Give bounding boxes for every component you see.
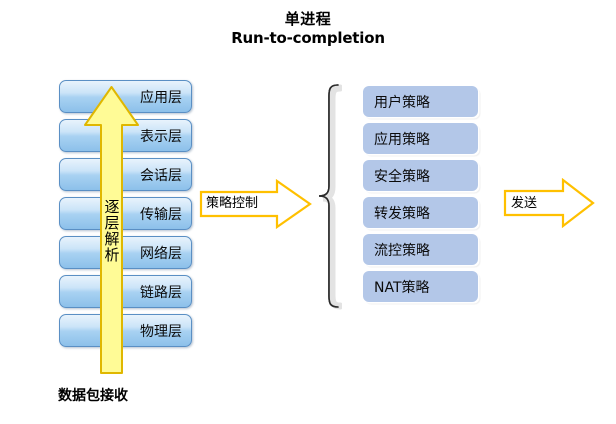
osi-layer-label: 物理层 [140,323,182,340]
policy-control-label: 策略控制 [206,196,259,211]
upward-arrow-char-2: 层 [104,213,120,232]
send-arrow-label: 发送 [511,196,538,211]
policy-stack: 用户策略 应用策略 安全策略 转发策略 流控策略 NAT策略 [363,86,478,308]
osi-layer-label: 链路层 [140,284,182,301]
osi-layer-label: 应用层 [140,89,182,106]
upward-arrow-char-1: 逐 [104,198,120,216]
policy-item-label: 用户策略 [374,94,430,111]
osi-layer-application[interactable]: 应用层 [59,80,192,113]
page-title: 单进程 Run-to-completion [0,10,616,48]
title-line-chinese: 单进程 [284,10,332,28]
policy-control-arrow-icon [199,179,312,229]
policy-item-nat[interactable]: NAT策略 [363,271,478,302]
osi-layer-label: 表示层 [140,128,182,145]
policy-item-user[interactable]: 用户策略 [363,86,478,117]
left-curly-brace-icon [316,82,342,310]
osi-layer-datalink[interactable]: 链路层 [59,275,192,308]
policy-item-label: 流控策略 [374,242,430,259]
policy-item-flow-control[interactable]: 流控策略 [363,234,478,265]
osi-layer-session[interactable]: 会话层 [59,158,192,191]
policy-item-label: 应用策略 [374,131,430,148]
osi-layer-label: 网络层 [140,245,182,262]
osi-layer-presentation[interactable]: 表示层 [59,119,192,152]
osi-layer-physical[interactable]: 物理层 [59,314,192,347]
policy-item-forwarding[interactable]: 转发策略 [363,197,478,228]
osi-layer-label: 传输层 [140,206,182,223]
upward-arrow-char-3: 解 [104,229,120,248]
packet-receive-caption: 数据包接收 [58,388,128,404]
policy-item-label: 安全策略 [374,168,430,185]
upward-arrow-char-4: 析 [104,245,120,264]
policy-item-label: NAT策略 [374,279,430,296]
title-line-english: Run-to-completion [231,28,385,47]
send-arrow-icon [503,178,595,228]
upward-arrow-label: 逐 层 解 析 [92,198,132,264]
policy-item-application[interactable]: 应用策略 [363,123,478,154]
osi-layer-label: 会话层 [140,167,182,184]
policy-item-label: 转发策略 [374,205,430,222]
policy-item-security[interactable]: 安全策略 [363,160,478,191]
